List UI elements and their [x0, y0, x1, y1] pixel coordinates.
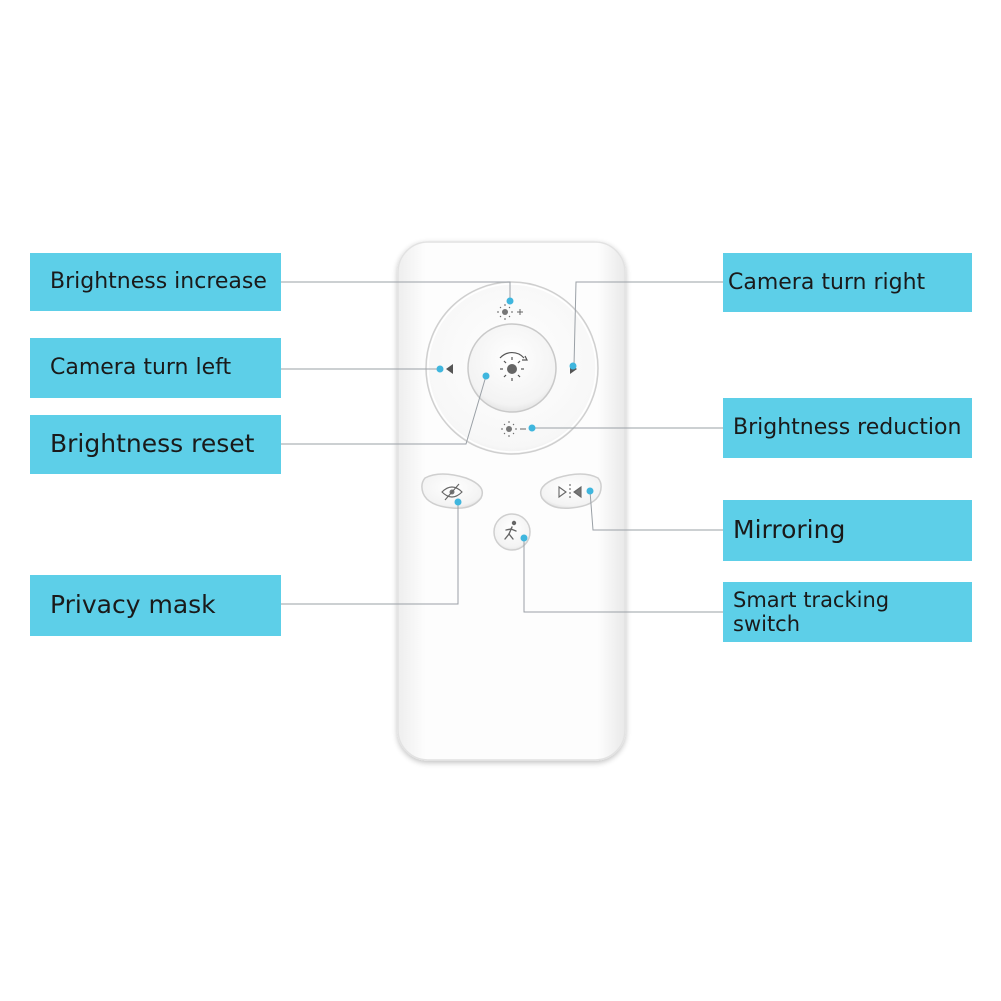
label-privacy-mask: Privacy mask — [30, 575, 281, 636]
label-text: Brightness reset — [50, 429, 255, 459]
smart-tracking-button[interactable] — [493, 513, 531, 551]
label-text: Camera turn left — [50, 355, 232, 381]
label-brightness-reset: Brightness reset — [30, 415, 281, 474]
camera-turn-left-icon — [446, 364, 453, 374]
leader-brightness-increase — [281, 281, 511, 301]
label-smart-tracking-switch: Smart tracking switch — [723, 582, 972, 642]
callout-dots — [436, 297, 594, 542]
label-brightness-increase: Brightness increase — [30, 253, 281, 311]
leader-mirroring — [589, 490, 723, 531]
privacy-mask-icon — [441, 483, 463, 501]
label-text: Camera turn right — [728, 269, 926, 295]
leader-camera-turn-right — [573, 281, 723, 367]
brightness-reset-icon — [499, 352, 528, 381]
label-mirroring: Mirroring — [723, 500, 972, 561]
label-camera-turn-left: Camera turn left — [30, 338, 281, 398]
mirroring-button[interactable] — [539, 473, 602, 510]
label-brightness-reduction: Brightness reduction — [723, 398, 972, 458]
leader-brightness-reset — [281, 375, 487, 445]
brightness-reduction-icon — [501, 421, 526, 437]
smart-tracking-icon — [504, 520, 517, 540]
label-camera-turn-right: Camera turn right — [723, 253, 972, 312]
mirroring-icon — [558, 484, 582, 500]
brightness-increase-icon — [497, 304, 523, 320]
label-text: Mirroring — [733, 515, 846, 545]
leader-lines — [281, 281, 723, 613]
leader-smart-tracking — [523, 538, 723, 613]
leader-privacy-mask — [281, 502, 459, 605]
label-text: Privacy mask — [50, 590, 216, 620]
label-text: Smart tracking switch — [733, 587, 890, 636]
label-text: Brightness reduction — [733, 415, 962, 441]
label-text: Brightness increase — [50, 269, 267, 295]
